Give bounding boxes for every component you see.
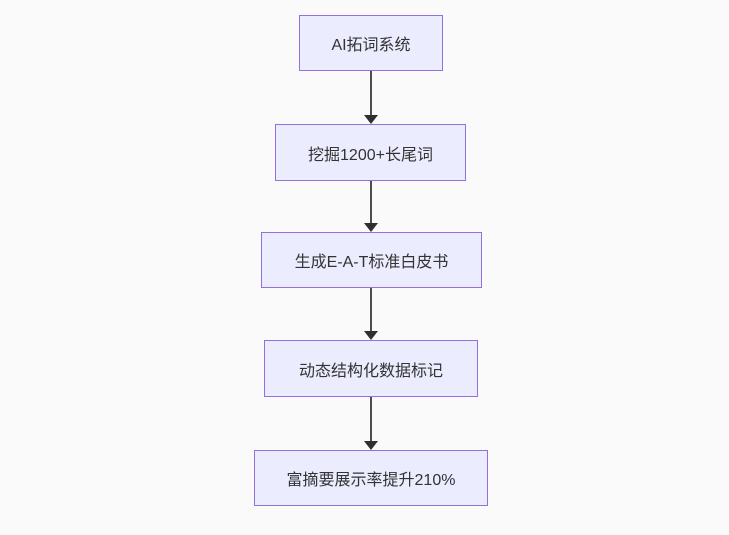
arrowhead-down-icon [364,223,378,232]
edge-line [370,181,372,224]
flow-node: 动态结构化数据标记 [264,340,478,397]
edge-line [370,288,372,332]
flow-node: 挖掘1200+长尾词 [275,124,466,181]
arrowhead-down-icon [364,331,378,340]
arrowhead-down-icon [364,441,378,450]
edge-line [370,71,372,116]
flow-node: 富摘要展示率提升210% [254,450,488,506]
edge-line [370,397,372,442]
flow-node: AI拓词系统 [299,15,443,71]
flow-node: 生成E-A-T标准白皮书 [261,232,482,288]
arrowhead-down-icon [364,115,378,124]
